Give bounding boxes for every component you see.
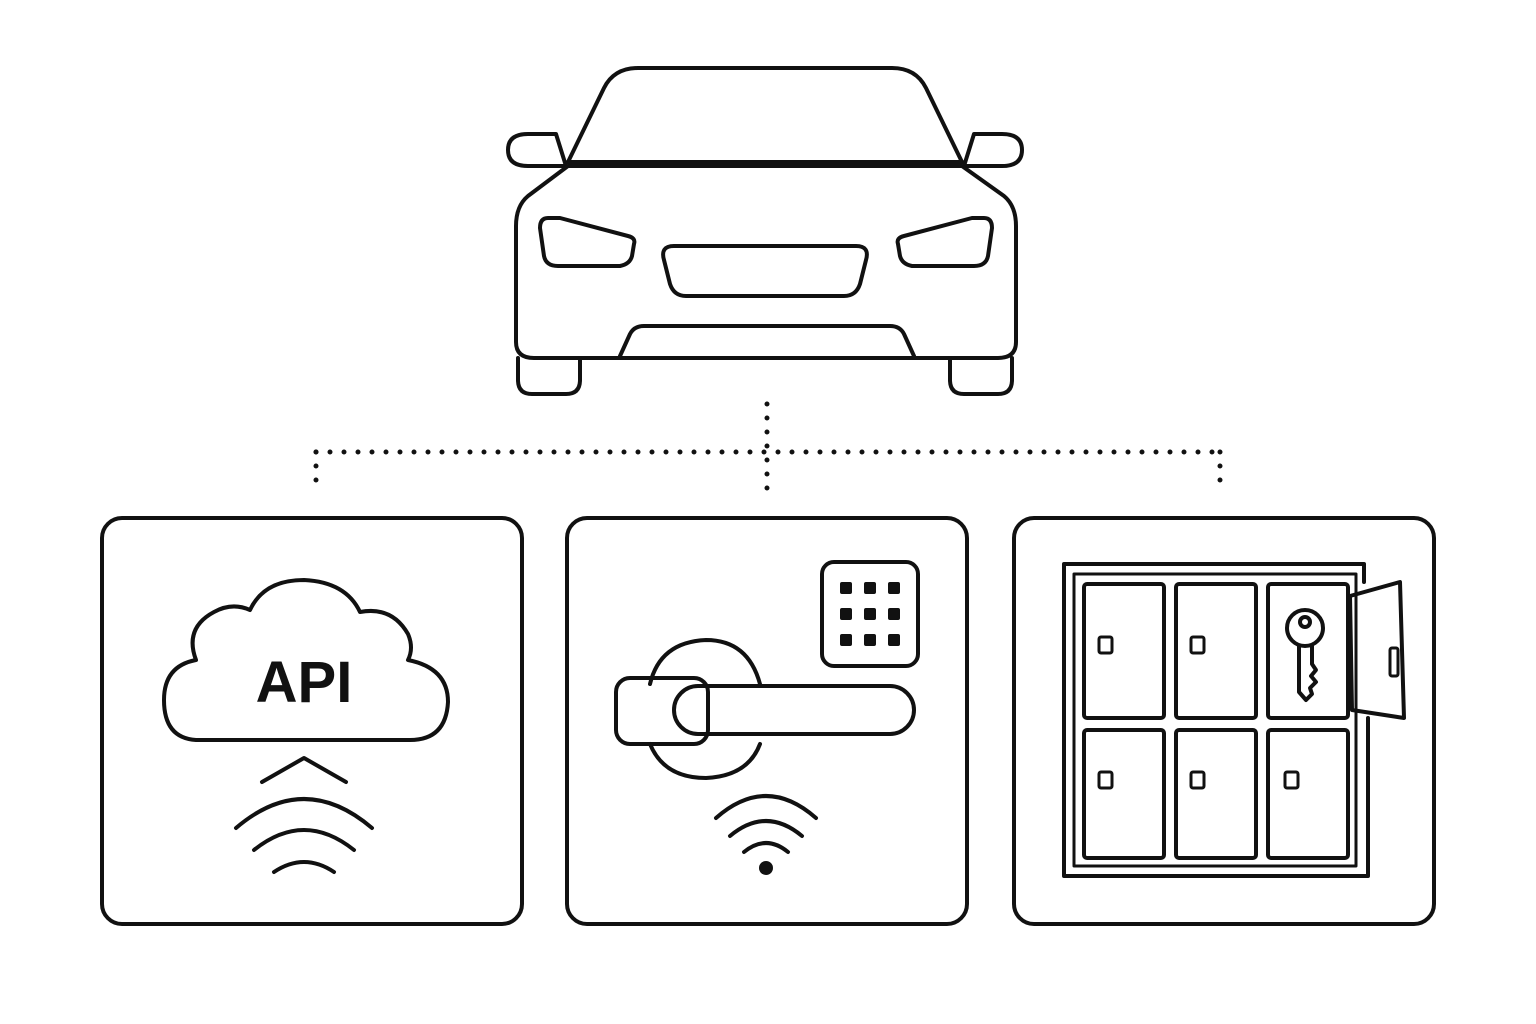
open-locker-door	[1348, 580, 1406, 720]
key-locker-icon	[1062, 562, 1406, 878]
keypad-icon	[820, 560, 920, 668]
key-icon	[1285, 608, 1325, 702]
car-front-icon	[506, 66, 1024, 396]
connector-lines	[313, 401, 1223, 497]
panel-key-locker	[1012, 516, 1436, 926]
panel-smart-lock	[565, 516, 969, 926]
wifi-icon	[714, 794, 818, 875]
cloud-api-icon: API	[162, 578, 450, 742]
upload-signal-icon	[234, 756, 374, 874]
panel-cloud-api: API	[100, 516, 524, 926]
api-label: API	[256, 650, 353, 715]
smart-door-lock-icon	[614, 560, 920, 780]
